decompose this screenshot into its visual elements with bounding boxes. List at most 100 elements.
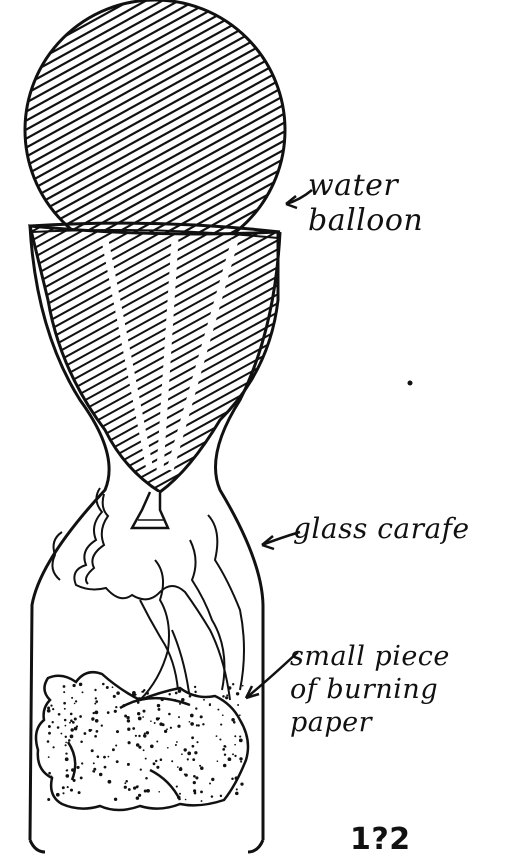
paper-stipple bbox=[96, 730, 99, 733]
paper-stipple bbox=[164, 730, 167, 733]
paper-stipple bbox=[99, 773, 102, 776]
paper-stipple bbox=[64, 719, 67, 722]
paper-stipple bbox=[115, 744, 117, 746]
paper-stipple bbox=[65, 744, 67, 746]
paper-stipple bbox=[189, 695, 192, 698]
paper-stipple bbox=[77, 766, 80, 769]
paper-stipple bbox=[65, 736, 67, 738]
paper-stipple bbox=[62, 792, 64, 794]
paper-stipple bbox=[57, 726, 60, 729]
paper-stipple bbox=[228, 757, 232, 761]
paper-stipple bbox=[158, 717, 160, 719]
paper-stipple bbox=[65, 742, 67, 744]
paper-stipple bbox=[70, 789, 73, 792]
paper-stipple bbox=[143, 710, 146, 713]
paper-stipple bbox=[50, 777, 52, 779]
paper-stipple bbox=[122, 704, 125, 707]
paper-stipple bbox=[95, 719, 99, 723]
paper-stipple bbox=[194, 686, 196, 688]
paper-stipple bbox=[137, 785, 139, 787]
paper-stipple bbox=[146, 692, 149, 695]
paper-stipple bbox=[224, 753, 226, 755]
paper-stipple bbox=[65, 757, 69, 761]
paper-stipple bbox=[174, 699, 176, 701]
paper-stipple bbox=[124, 715, 127, 718]
paper-stipple bbox=[72, 684, 75, 687]
paper-stipple bbox=[234, 755, 236, 757]
water-balloon-label: water balloon bbox=[308, 168, 507, 238]
paper-stipple bbox=[71, 768, 74, 771]
page-number: 1?2 bbox=[350, 822, 411, 857]
paper-stipple bbox=[64, 708, 66, 710]
paper-stipple bbox=[184, 748, 187, 751]
paper-stipple bbox=[82, 691, 84, 693]
paper-stipple bbox=[58, 713, 61, 716]
paper-stipple bbox=[185, 773, 188, 776]
paper-stipple bbox=[190, 722, 194, 726]
glass-carafe-label: glass carafe bbox=[293, 512, 470, 545]
paper-stipple bbox=[231, 777, 234, 780]
paper-stipple bbox=[239, 714, 241, 716]
paper-stipple bbox=[135, 735, 137, 737]
paper-stipple bbox=[113, 695, 116, 698]
paper-stipple bbox=[167, 747, 169, 749]
paper-stipple bbox=[81, 762, 83, 764]
paper-stipple bbox=[70, 719, 73, 722]
paper-stipple bbox=[168, 713, 171, 716]
paper-stipple bbox=[95, 711, 99, 715]
paper-stipple bbox=[116, 730, 119, 733]
paper-stipple bbox=[128, 788, 131, 791]
paper-stipple bbox=[195, 707, 197, 709]
paper-stipple bbox=[65, 725, 67, 727]
paper-stipple bbox=[127, 719, 130, 722]
paper-stipple bbox=[63, 691, 65, 693]
paper-stipple bbox=[158, 708, 161, 711]
paper-stipple bbox=[138, 697, 141, 700]
paper-stipple bbox=[194, 691, 196, 693]
paper-stipple bbox=[80, 740, 83, 743]
paper-stipple bbox=[124, 782, 126, 784]
paper-stipple bbox=[157, 704, 160, 707]
paper-stipple bbox=[190, 714, 194, 718]
paper-stipple bbox=[91, 718, 93, 720]
paper-stipple bbox=[106, 686, 109, 689]
paper-stipple bbox=[76, 725, 78, 727]
paper-stipple bbox=[236, 692, 239, 695]
paper-stipple bbox=[83, 732, 86, 735]
paper-stipple bbox=[68, 739, 71, 742]
paper-stipple bbox=[219, 738, 221, 740]
paper-stipple bbox=[125, 780, 128, 783]
paper-stipple bbox=[222, 714, 224, 716]
paper-stipple bbox=[52, 708, 54, 710]
paper-stipple bbox=[200, 791, 203, 794]
paper-stipple bbox=[142, 716, 144, 718]
paper-stipple bbox=[170, 727, 172, 729]
paper-stipple bbox=[138, 717, 142, 721]
paper-stipple bbox=[127, 728, 130, 731]
paper-stipple bbox=[153, 762, 156, 765]
paper-stipple bbox=[192, 745, 195, 748]
paper-stipple bbox=[177, 796, 181, 800]
paper-stipple bbox=[176, 786, 178, 788]
paper-stipple bbox=[232, 753, 234, 755]
burning-paper bbox=[36, 672, 248, 810]
paper-stipple bbox=[95, 700, 98, 703]
paper-stipple bbox=[92, 712, 94, 714]
paper-stipple bbox=[239, 736, 241, 738]
paper-stipple bbox=[133, 787, 136, 790]
paper-stipple bbox=[140, 769, 142, 771]
paper-stipple bbox=[194, 694, 196, 696]
paper-stipple bbox=[79, 715, 82, 718]
paper-stipple bbox=[200, 715, 203, 718]
paper-stipple bbox=[187, 752, 191, 756]
paper-stipple bbox=[52, 746, 54, 748]
paper-stipple bbox=[103, 756, 106, 759]
paper-stipple bbox=[195, 776, 198, 779]
paper-stipple bbox=[97, 756, 99, 758]
paper-stipple bbox=[150, 720, 152, 722]
paper-stipple bbox=[108, 780, 112, 784]
paper-stipple bbox=[143, 749, 145, 751]
paper-stipple bbox=[138, 746, 141, 749]
paper-stipple bbox=[209, 704, 211, 706]
paper-stipple bbox=[240, 761, 242, 763]
